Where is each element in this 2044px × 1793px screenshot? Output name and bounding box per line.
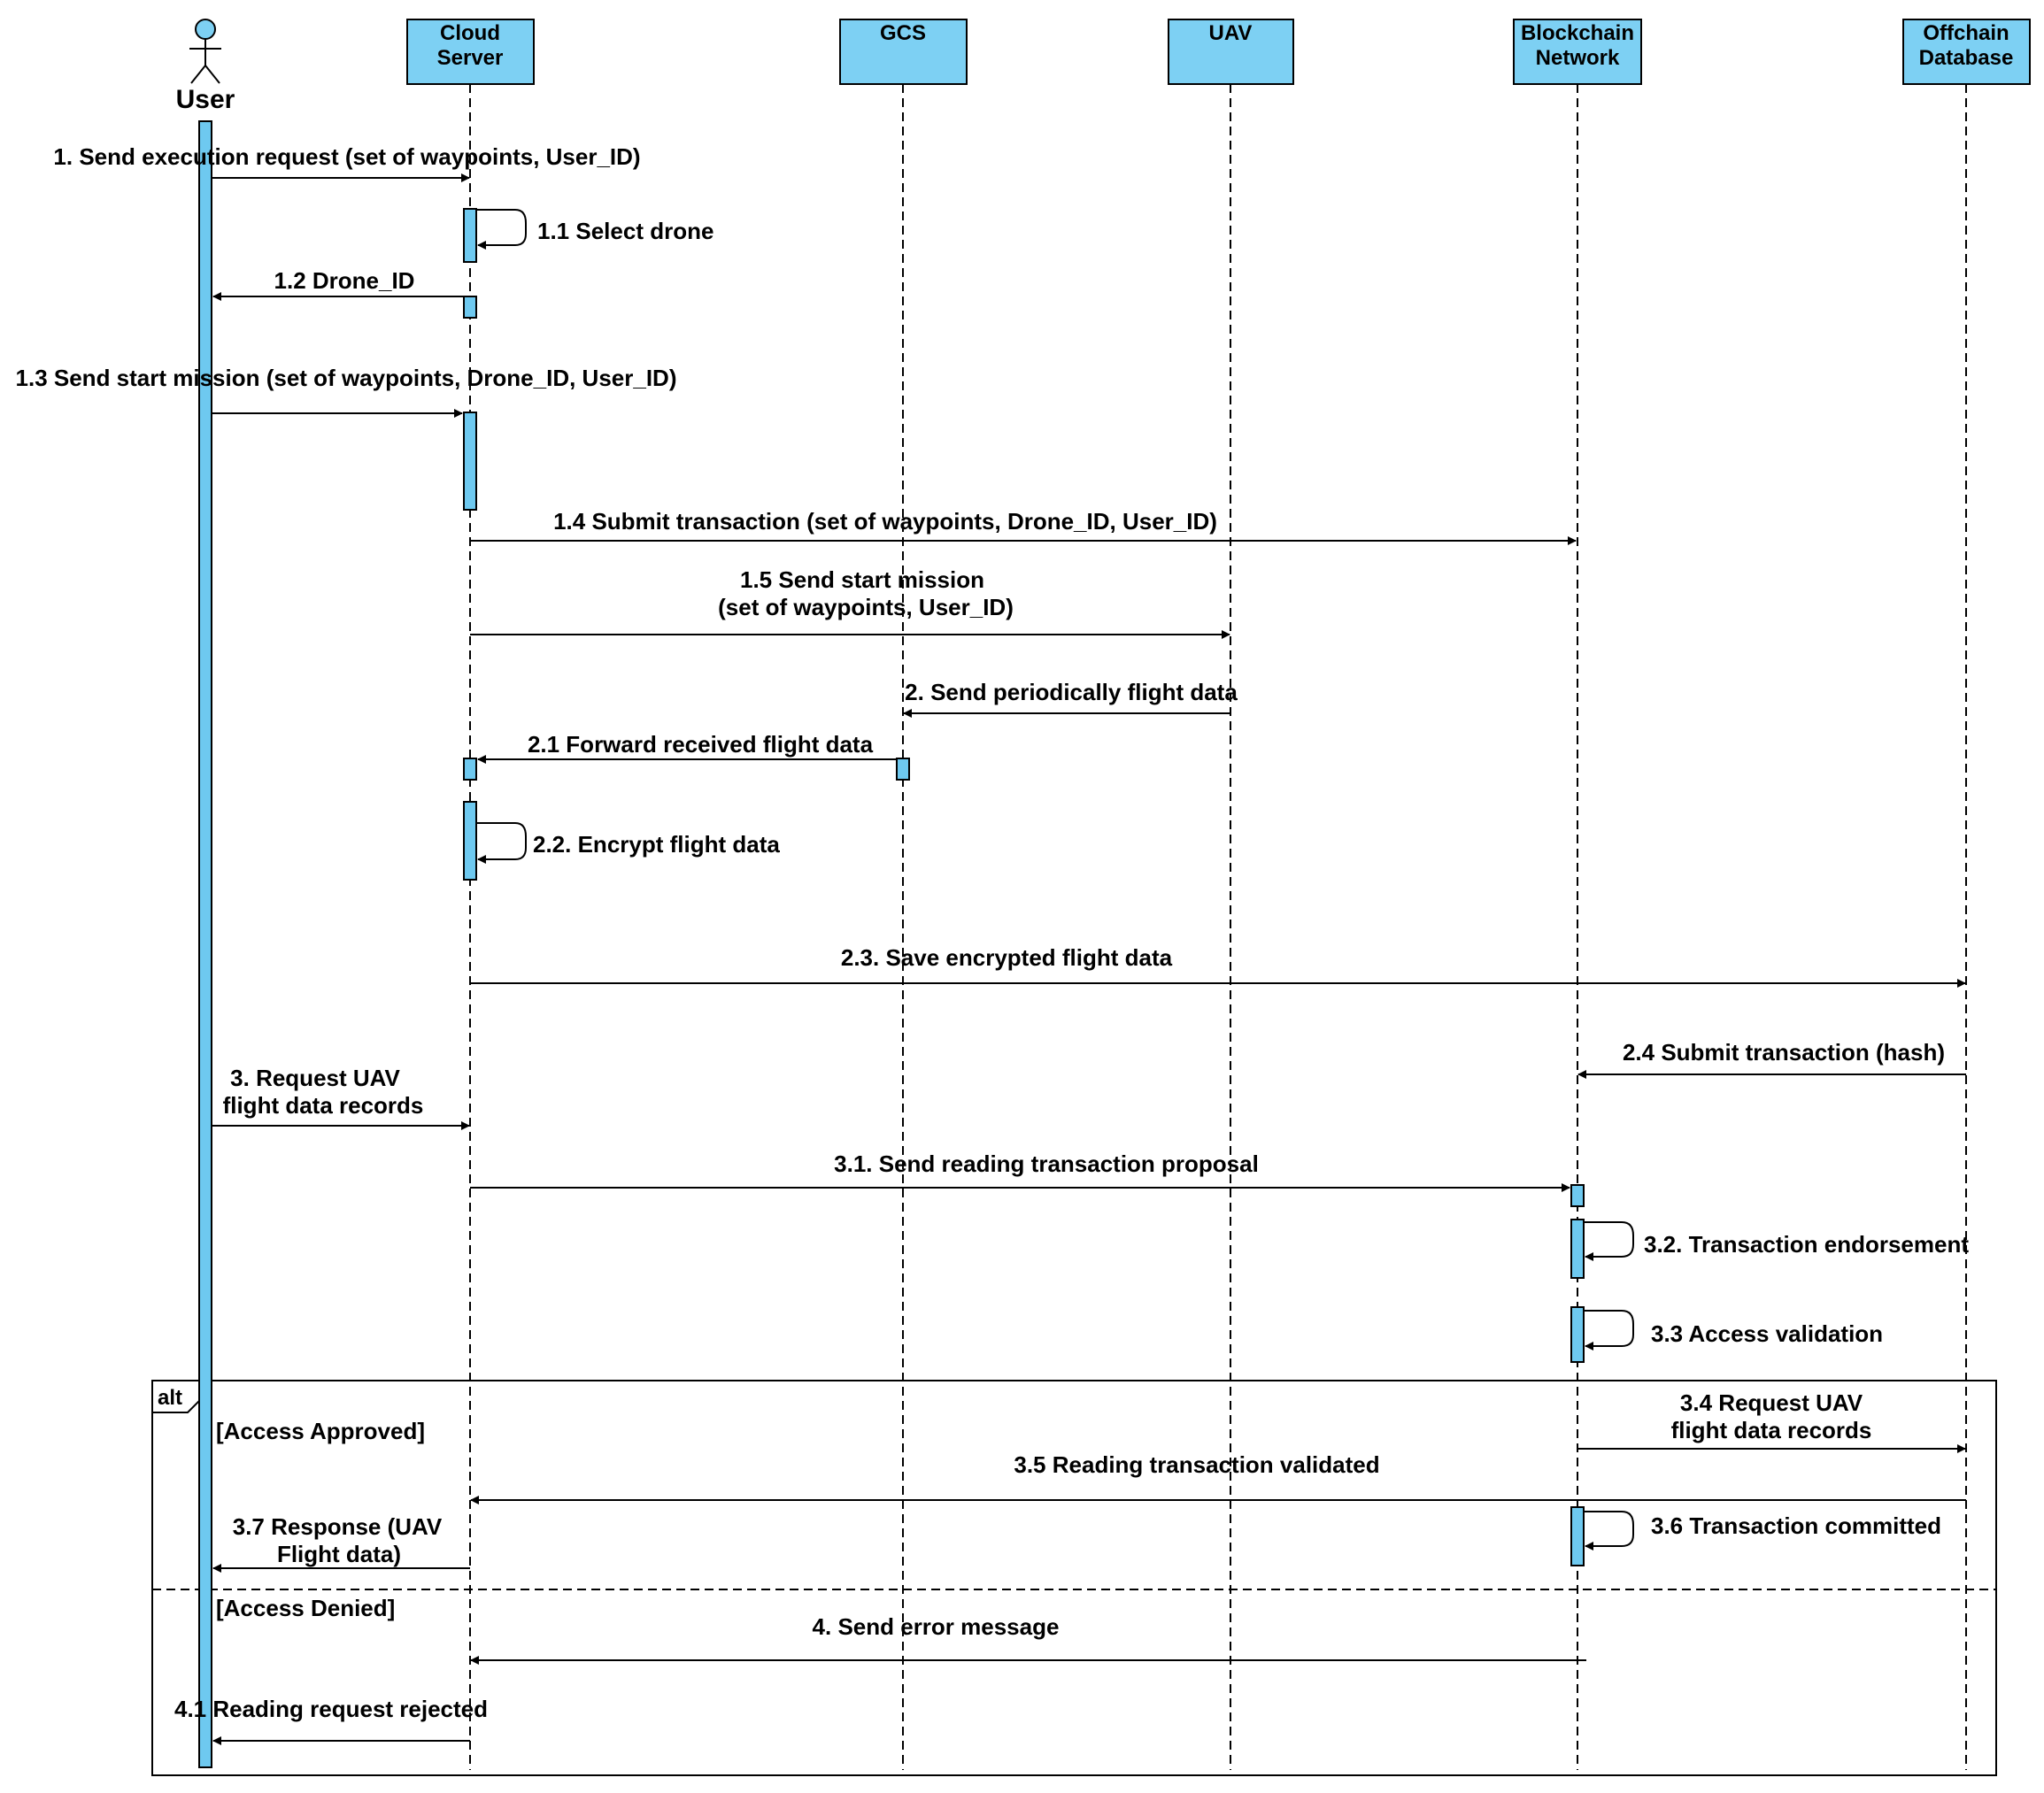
message-label-2-1: 2.1 Forward received flight data	[528, 731, 874, 758]
message-label-4-1: 4.1 Reading request rejected	[174, 1696, 488, 1722]
participant-user: User	[176, 19, 235, 114]
participant-box	[1902, 19, 2031, 85]
participant-label-line1: Blockchain	[1521, 21, 1634, 45]
activation-cloud-select	[463, 208, 477, 263]
message-label-3-2: 3.2. Transaction endorsement	[1644, 1231, 1969, 1258]
participant-cloud-server: Cloud Server	[406, 19, 535, 85]
activation-blockchain-proposal	[1570, 1184, 1585, 1207]
activation-user	[198, 120, 212, 1768]
message-label-3-1: 3.1. Send reading transaction proposal	[834, 1150, 1259, 1177]
participant-gcs: GCS	[839, 19, 968, 85]
activation-blockchain-validate	[1570, 1306, 1585, 1363]
message-label-1-5-line1: 1.5 Send start mission	[740, 566, 984, 593]
activation-cloud-start	[463, 412, 477, 511]
activation-blockchain-endorse	[1570, 1219, 1585, 1279]
participant-label-line1: Cloud	[440, 21, 500, 45]
fragment-tag-box	[151, 1380, 201, 1413]
lifelines	[469, 84, 1967, 1770]
fragment-frame	[151, 1380, 1997, 1776]
message-label-2-3: 2.3. Save encrypted flight data	[841, 944, 1173, 971]
message-label-2-4: 2.4 Submit transaction (hash)	[1623, 1039, 1945, 1066]
arrow-3-3	[1584, 1310, 1634, 1351]
arrow-3-2	[1584, 1221, 1634, 1261]
message-label-3-6: 3.6 Transaction committed	[1651, 1512, 1941, 1539]
activation-cloud-encrypt	[463, 801, 477, 881]
participant-box	[1168, 19, 1294, 85]
participant-label: UAV	[1209, 21, 1253, 45]
activation-cloud-forward	[463, 758, 477, 781]
message-label-1-2: 1.2 Drone_ID	[274, 267, 415, 294]
alt-fragment: alt [Access Approved] [Access Denied]	[151, 1380, 1997, 1776]
guard-access-denied: [Access Denied]	[216, 1595, 395, 1621]
activation-gcs-forward	[896, 758, 910, 781]
participant-label-line2: Server	[437, 46, 504, 70]
message-label-1-1: 1.1 Select drone	[537, 218, 713, 244]
arrow-3-6	[1584, 1511, 1634, 1551]
participant-label-line2: Network	[1536, 46, 1620, 70]
participant-headers: User Cloud Server GCS UAV Blockchain Net…	[176, 19, 2031, 114]
participant-label-line1: Offchain	[1923, 21, 2009, 45]
arrow-2-2	[476, 822, 527, 864]
participant-offchain-database: Offchain Database	[1902, 19, 2031, 85]
fragment-operator: alt	[158, 1386, 182, 1410]
message-label-3-7-line2: Flight data)	[277, 1541, 401, 1567]
message-label-3-line2: flight data records	[223, 1092, 424, 1119]
message-label-1: 1. Send execution request (set of waypoi…	[53, 143, 640, 170]
participant-box	[839, 19, 968, 85]
participant-uav: UAV	[1168, 19, 1294, 85]
participant-box	[406, 19, 535, 85]
actor-leg-left-icon	[190, 65, 206, 84]
participant-box	[1513, 19, 1642, 85]
message-label-4: 4. Send error message	[813, 1613, 1060, 1640]
message-label-1-3: 1.3 Send start mission (set of waypoints…	[16, 365, 677, 391]
message-label-3-4-line2: flight data records	[1671, 1417, 1872, 1443]
message-label-3-4-line1: 3.4 Request UAV	[1680, 1389, 1863, 1416]
message-label-2: 2. Send periodically flight data	[905, 679, 1238, 705]
participant-label: GCS	[880, 21, 926, 45]
guard-access-approved: [Access Approved]	[216, 1418, 425, 1444]
arrow-1-1	[476, 209, 527, 250]
actor-leg-right-icon	[204, 65, 220, 84]
actor-head-icon	[195, 19, 216, 40]
message-arrows	[212, 173, 1966, 1745]
message-label-2-2: 2.2. Encrypt flight data	[533, 831, 780, 858]
message-label-3-7-line1: 3.7 Response (UAV	[233, 1513, 443, 1540]
message-label-1-5-line2: (set of waypoints, User_ID)	[718, 594, 1014, 620]
message-label-3-3: 3.3 Access validation	[1651, 1320, 1883, 1347]
message-label-3-5: 3.5 Reading transaction validated	[1014, 1451, 1379, 1478]
activation-cloud-droneid	[463, 296, 477, 319]
actor-label-user: User	[176, 85, 235, 114]
message-labels: 1. Send execution request (set of waypoi…	[16, 143, 1970, 1722]
participant-label-line2: Database	[1919, 46, 2014, 70]
message-label-3-line1: 3. Request UAV	[230, 1065, 400, 1091]
activation-blockchain-commit	[1570, 1506, 1585, 1566]
participant-blockchain-network: Blockchain Network	[1513, 19, 1642, 85]
message-label-1-4: 1.4 Submit transaction (set of waypoints…	[553, 508, 1217, 535]
activation-bars	[198, 120, 1585, 1768]
